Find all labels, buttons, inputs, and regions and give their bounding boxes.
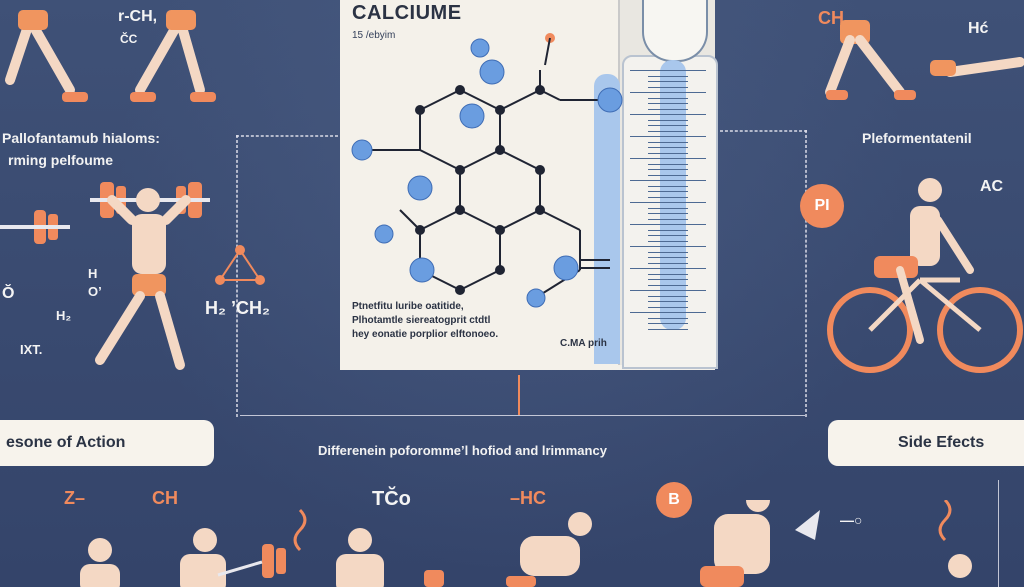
tube-tick <box>648 174 688 176</box>
side-effects-card[interactable]: Side Efects <box>828 420 1024 466</box>
description-line: Plhotamtle siereatogprit ctdtl <box>352 315 491 326</box>
pi-badge-text: PI <box>814 197 830 214</box>
side-effects-label: Side Efects <box>898 434 985 451</box>
chem-label: —○ <box>840 512 863 528</box>
tube-tick <box>630 136 706 137</box>
tube-tick <box>630 312 706 313</box>
tube-tick <box>648 295 688 297</box>
chem-label: Z– <box>64 488 86 508</box>
poster-title: CALCIUME <box>352 2 462 24</box>
tube-tick <box>630 92 706 93</box>
tube-tick <box>630 224 706 225</box>
tube-tick <box>648 152 688 154</box>
chem-label: Hć <box>968 20 989 37</box>
left-connector <box>236 135 338 137</box>
tube-tick <box>648 207 688 209</box>
tube-tick <box>648 284 688 286</box>
tube-tick <box>648 191 688 192</box>
tube-tick <box>648 81 688 82</box>
tube-tick <box>630 114 706 115</box>
tube-tick <box>630 202 706 203</box>
tube-tick <box>648 185 688 187</box>
chem-label: r-CH, <box>118 8 158 25</box>
tube-tick <box>648 323 688 324</box>
tube-tick <box>630 158 706 159</box>
mechanism-of-action-card[interactable]: esone of Action <box>0 420 214 466</box>
chem-label: H₂ <box>56 308 72 323</box>
tube-tick <box>648 257 688 258</box>
tube-tick <box>648 125 688 126</box>
left-connector-vertical <box>236 135 238 417</box>
tube-tick <box>648 306 688 308</box>
molecule-diagram <box>351 33 623 308</box>
right-connector-vertical <box>805 130 807 417</box>
chem-label: IXT. <box>20 342 43 357</box>
tube-tick <box>648 196 688 198</box>
right-heading: Pleformentatenil <box>862 130 972 146</box>
tube-tick <box>648 75 688 77</box>
tube-tick <box>648 103 688 104</box>
tube-tick <box>648 119 688 121</box>
tube-tick <box>648 301 688 302</box>
tube-tick <box>630 290 706 291</box>
right-vertical-line <box>998 480 999 587</box>
left-heading-line2: rming pelfoume <box>8 152 114 168</box>
chem-label: C̆C <box>120 32 138 46</box>
left-heading-line1: Pallofantamub hialoms: <box>2 130 160 146</box>
center-arrow <box>518 375 520 415</box>
poster-description: Ptnetfitu luribe oatitide, Plhotamtle si… <box>352 300 498 342</box>
description-line: hey eonatie porplior elftonoeo. <box>352 329 499 340</box>
tube-tick <box>648 108 688 110</box>
mechanism-of-action-label: esone of Action <box>6 434 126 451</box>
tube-tick <box>648 240 688 242</box>
tube-tick <box>648 273 688 275</box>
tube-tick <box>630 180 706 181</box>
tube-tick <box>648 86 688 88</box>
chem-label: TC̆o <box>372 488 411 510</box>
chem-label: H₂ ’CH₂ <box>205 298 270 318</box>
b-badge-text: B <box>668 491 680 508</box>
test-tube-top <box>642 0 708 62</box>
pi-badge: PI <box>800 184 844 228</box>
tube-tick <box>648 262 688 264</box>
tube-tick <box>648 229 688 231</box>
chem-label: –HC <box>510 488 547 508</box>
bottom-connector <box>240 415 805 416</box>
poster-subtitle: 15 /ebyim <box>352 30 396 41</box>
chem-label: AC <box>980 178 1004 195</box>
b-badge: B <box>656 482 692 518</box>
chem-label: O’ <box>88 284 102 299</box>
bottom-figures <box>80 500 972 587</box>
tube-tick <box>630 268 706 269</box>
runner-figure <box>5 10 216 102</box>
tube-tick <box>648 317 688 319</box>
tube-tick <box>648 218 688 220</box>
chem-label: H <box>88 266 98 281</box>
tube-tick <box>648 163 688 165</box>
description-line: Ptnetfitu luribe oatitide, <box>352 301 464 312</box>
chem-label: CH <box>152 488 178 508</box>
tube-tick <box>648 328 688 330</box>
tube-tick <box>648 130 688 132</box>
chem-label: CH <box>818 8 844 28</box>
footer-caption: Differenein poforomme’l hofiod and lrimm… <box>318 443 607 458</box>
measure-label: C.MA prih <box>560 338 607 349</box>
tube-tick <box>648 97 688 99</box>
right-connector <box>720 130 807 132</box>
tube-tick <box>648 169 688 170</box>
tube-tick <box>648 147 688 148</box>
right-top-figures <box>825 20 1024 100</box>
tube-tick <box>648 235 688 236</box>
tube-tick <box>648 279 688 280</box>
tube-tick <box>648 213 688 214</box>
tube-tick <box>648 141 688 143</box>
cyclist-figure <box>827 178 1023 373</box>
weightlifter-figure <box>0 182 210 370</box>
tube-tick <box>630 246 706 247</box>
tube-tick <box>630 70 706 71</box>
blue-side-bar <box>594 74 620 364</box>
small-molecule <box>215 245 265 285</box>
chem-label: Ŏ <box>2 285 15 302</box>
tube-tick <box>648 251 688 253</box>
